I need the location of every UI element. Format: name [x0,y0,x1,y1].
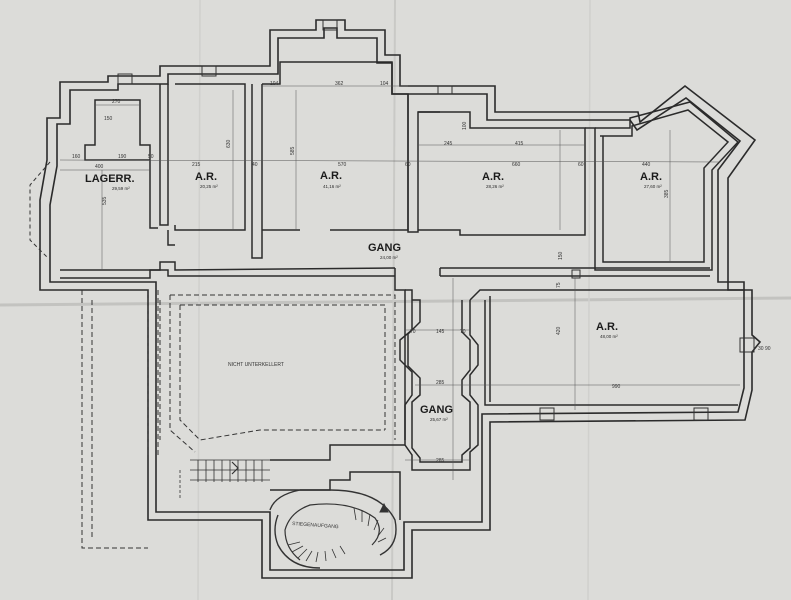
fold-line [0,296,791,307]
dimension-label: 30 90 [758,346,771,352]
fold-line [197,0,201,600]
dimension-label: 990 [612,384,621,390]
room-label-ar-5: A.R. [596,321,618,333]
room-label-gang-2: GANG [420,404,453,416]
bay-window [29,161,51,259]
dimension-label: 570 [338,162,347,168]
dimension-label: 270 [112,99,121,105]
room-area-ar-4: 27,60 m² [644,184,662,189]
stair-upper [179,459,270,500]
dimension-label: 150 [558,251,564,260]
dimension-label: 285 [436,458,445,464]
room-area-ar-3: 28,26 m² [486,184,504,189]
dimension-label: 415 [515,141,524,147]
dimension-label: 190 [118,154,127,160]
label-staircase: STIEGENAUFGANG [292,521,339,530]
dimension-label: 104 [270,81,279,87]
room-label-gang-1: GANG [368,242,401,254]
room-area-ar-5: 48,00 m² [600,334,618,339]
dimension-label: 50 [148,154,154,160]
dimension-lines [59,85,740,480]
room-area-gang-2: 25,67 m² [430,417,448,422]
label-not-cellared: NICHT UNTERKELLERT [228,362,284,368]
wall-openings [117,19,755,421]
room-area-lagerr: 29,59 m² [112,186,130,191]
room-label-ar-4: A.R. [640,171,662,183]
dimension-label: 215 [192,162,201,168]
dimension-label: 245 [444,141,453,147]
dimension-label: 285 [436,380,445,386]
unexcavated-outline [81,290,396,549]
dimension-label: 75 [556,282,562,288]
dimension-label: 160 [72,154,81,160]
dimension-label: 145 [436,329,445,335]
dimension-label: 60 [578,162,584,168]
dimension-label: 385 [664,189,670,198]
room-label-ar-1: A.R. [195,171,217,183]
fold-line [391,0,396,600]
dimension-label: 100 [462,121,468,130]
dimension-label: 585 [290,146,296,155]
dimension-label: 150 [104,116,113,122]
room-label-ar-3: A.R. [482,171,504,183]
room-area-ar-1: 20,25 m² [200,184,218,189]
room-label-lagerr: LAGERR. [85,173,135,185]
dimension-label: 60 [405,162,411,168]
dimension-label: 40 [252,162,258,168]
room-area-gang-1: 24,00 m² [380,255,398,260]
fold-line [587,0,591,600]
dimension-label: 362 [335,81,344,87]
dimension-label: 70 [410,329,416,335]
dimension-label: 104 [380,81,389,87]
dimension-label: 630 [226,139,232,148]
dimension-label: 660 [512,162,521,168]
spiral-staircase [269,489,397,569]
dimension-label: 535 [102,196,108,205]
room-area-ar-2: 41,16 m² [323,184,341,189]
dimension-label: 400 [95,164,104,170]
room-label-ar-2: A.R. [320,170,342,182]
dimension-label: 440 [642,162,651,168]
interior-walls [60,61,745,520]
dimension-label: 70 [460,329,466,335]
dimension-label: 420 [556,326,562,335]
